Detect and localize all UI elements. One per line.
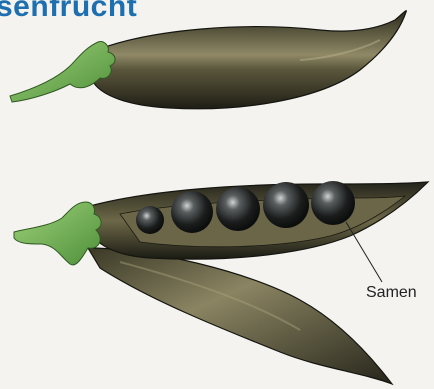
closed-pod-body bbox=[92, 11, 406, 109]
seed-label: Samen bbox=[366, 284, 417, 302]
closed-pod-calyx bbox=[10, 42, 115, 102]
seed-leader-line bbox=[346, 222, 382, 282]
seed bbox=[171, 191, 213, 233]
seed bbox=[136, 206, 164, 234]
seed bbox=[263, 182, 309, 228]
seed bbox=[311, 181, 355, 225]
open-pod-lower-valve bbox=[88, 248, 392, 384]
open-pod-calyx bbox=[14, 202, 101, 265]
open-pod bbox=[14, 181, 428, 384]
closed-pod bbox=[10, 11, 406, 109]
seed bbox=[216, 187, 260, 231]
